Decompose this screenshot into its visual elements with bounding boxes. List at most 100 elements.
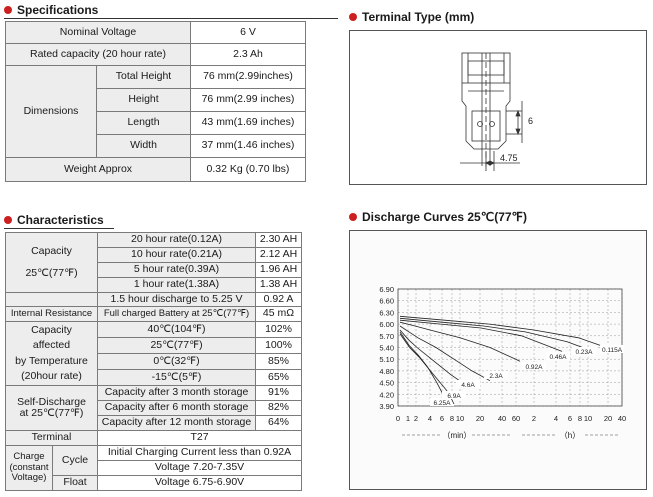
float-label: Float — [51, 475, 99, 491]
x-axis-label-min: （min） — [443, 431, 472, 440]
temperature-label-line1: Capacity — [31, 324, 72, 337]
temperature-label-line2: affected — [32, 339, 71, 352]
temp-40-label: 40℃(104℉) — [97, 321, 257, 338]
discharge-curve — [399, 319, 563, 352]
x-tick-label-min: 20 — [476, 414, 484, 423]
temp-25-label: 25℃(77℉) — [97, 337, 257, 354]
x-tick-label-min: 2 — [414, 414, 418, 423]
charge-label-line3: Voltage) — [11, 472, 47, 484]
curve-label-bg — [522, 362, 546, 370]
length-value: 43 mm(1.69 inches) — [190, 111, 306, 135]
cycle-label: Cycle — [51, 445, 99, 476]
discharge-curves-header: Discharge Curves 25℃(77℉) — [349, 208, 649, 226]
self-discharge-12m-label: Capacity after 12 month storage — [97, 415, 257, 431]
temp-row-25: 25℃(77℉) 100% — [6, 337, 303, 354]
length-label: Length — [96, 111, 191, 135]
nominal-voltage-value: 6 V — [190, 21, 306, 44]
discharge-label: 1.5 hour discharge to 5.25 V — [97, 292, 257, 307]
capacity-label-line1: Capacity — [31, 244, 72, 257]
x-tick-label-h: 10 — [584, 414, 592, 423]
discharge-curve — [399, 321, 521, 362]
terminal-row: Terminal T27 — [4, 430, 303, 446]
temp-minus15-label: -15℃(5℉) — [97, 369, 257, 386]
x-tick-label-min: 10 — [456, 414, 464, 423]
self-discharge-label-line2: at 25℃(77℉) — [19, 407, 84, 419]
y-tick-label: 6.60 — [379, 297, 394, 306]
curve-label: 0.115A — [602, 347, 623, 354]
temp-row-minus15: -15℃(5℉) 65% — [6, 369, 303, 386]
discharge-curve — [399, 317, 589, 350]
x-tick-label-min: 0 — [396, 414, 400, 423]
curve-label-bg — [572, 347, 596, 355]
height-value: 76 mm(2.99 inches) — [190, 88, 306, 112]
y-tick-label: 5.40 — [379, 344, 394, 353]
specifications-header: Specifications — [4, 1, 338, 19]
capacity-label: Capacity 25℃(77℉) — [4, 232, 99, 293]
characteristics-table: Capacity 25℃(77℉) 20 hour rate(0.12A) 2.… — [4, 232, 303, 491]
capacity-20h-value: 2.30 AH — [255, 232, 303, 248]
curve-label: 0.92A — [526, 364, 544, 371]
terminal-label: Terminal — [4, 430, 99, 446]
curve-label: 0.23A — [576, 349, 594, 356]
self-discharge-3m-value: 91% — [255, 385, 303, 401]
cycle-line1: Initial Charging Current less than 0.92A — [97, 445, 303, 461]
y-tick-label: 5.70 — [379, 332, 394, 341]
capacity-10h-value: 2.12 AH — [255, 247, 303, 263]
weight-value: 0.32 Kg (0.70 lbs) — [190, 157, 306, 182]
curve-label: 6.9A — [447, 393, 461, 400]
curve-label: 0.46A — [550, 354, 568, 361]
rated-capacity-label: Rated capacity (20 hour rate) — [5, 43, 191, 66]
x-tick-label-min: 6 — [440, 414, 444, 423]
discharge-value: 0.92 A — [255, 292, 303, 307]
discharge-chart: 6.906.606.306.005.705.405.104.804.504.20… — [379, 285, 626, 440]
temp-minus15-value: 65% — [255, 369, 303, 386]
curve-label-bg — [484, 371, 508, 379]
self-discharge-label: Self-Discharge at 25℃(77℉) — [4, 385, 99, 431]
discharge-curves-title: Discharge Curves 25℃(77℉) — [362, 210, 527, 224]
discharge-row: 1.5 hour discharge to 5.25 V 0.92 A — [4, 292, 303, 307]
temperature-label-line4: (20hour rate) — [21, 369, 82, 382]
curve-label: 2.3A — [489, 373, 503, 380]
characteristics-header: Characteristics — [4, 211, 114, 229]
spec-row-height: Height 76 mm(2.99 inches) — [6, 88, 306, 112]
self-discharge-row-6m: Capacity after 6 month storage 82% — [6, 400, 303, 416]
terminal-drawing-box: 6 4.75 — [349, 30, 647, 185]
self-discharge-6m-value: 82% — [255, 400, 303, 416]
width-value: 37 mm(1.46 inches) — [190, 134, 306, 158]
x-tick-label-h: 4 — [554, 414, 558, 423]
x-tick-label-min: 4 — [428, 414, 432, 423]
bullet-icon — [4, 6, 12, 14]
temp-0-value: 85% — [255, 353, 303, 370]
x-tick-label-min: 40 — [498, 414, 506, 423]
curve-label-bg — [442, 391, 466, 399]
x-tick-label-min: 8 — [450, 414, 454, 423]
capacity-row-1h: 1 hour rate(1.38A) 1.38 AH — [6, 277, 303, 293]
charge-label-line2: (constant — [9, 461, 49, 473]
internal-resistance-label: Internal Resistance — [4, 306, 99, 322]
temp-40-value: 102% — [255, 321, 303, 338]
total-height-label: Total Height — [96, 65, 191, 89]
y-tick-label: 6.00 — [379, 320, 394, 329]
y-tick-label: 5.10 — [379, 355, 394, 364]
temp-0-label: 0℃(32℉) — [97, 353, 257, 370]
self-discharge-12m-value: 64% — [255, 415, 303, 431]
temperature-label: Capacity affected by Temperature (20hour… — [4, 321, 99, 386]
discharge-curve — [399, 329, 469, 387]
terminal-value: T27 — [97, 430, 303, 446]
dimensions-label: Dimensions — [5, 65, 97, 158]
discharge-curve — [399, 331, 447, 401]
temp-row-40: Capacity affected by Temperature (20hour… — [4, 321, 303, 386]
curve-label-bg — [600, 345, 624, 353]
width-label: Width — [96, 134, 191, 158]
curve-label: 6.25A — [434, 400, 452, 407]
charge-float-row: Float Voltage 6.75-6.90V — [6, 475, 303, 491]
self-discharge-6m-label: Capacity after 6 month storage — [97, 400, 257, 416]
weight-label: Weight Approx — [5, 157, 191, 182]
terminal-dim-height: 6 — [528, 116, 533, 126]
internal-resistance-row: Internal Resistance Full charged Battery… — [4, 306, 303, 322]
y-tick-label: 4.50 — [379, 379, 394, 388]
total-height-value: 76 mm(2.99inches) — [190, 65, 306, 89]
spec-row-total-height: Dimensions Total Height 76 mm(2.99inches… — [5, 65, 306, 158]
curve-label: 4.6A — [461, 382, 475, 389]
